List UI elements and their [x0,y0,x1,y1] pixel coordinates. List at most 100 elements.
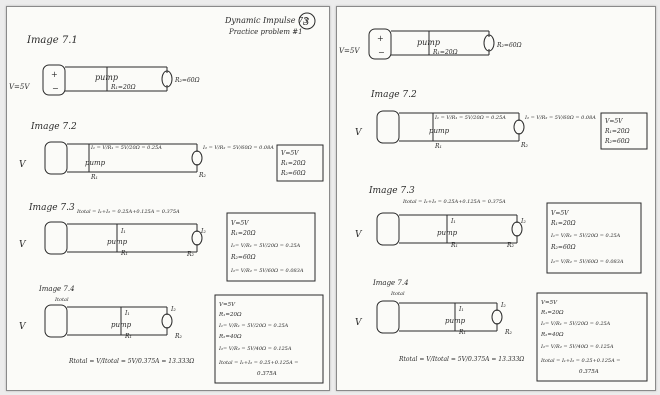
p2-i2-label-7-4: I₂ [500,302,506,309]
p2-eq-rtotal-7-4: Rtotal = V/Itotal = 5V/0.375A = 13.333Ω [398,356,524,363]
pump-label-7-4: pump [111,321,132,329]
p2-label-image-7-3: Image 7.3 [368,186,415,196]
v-symbol-7-4: V [19,322,27,332]
pump-label-7-3: pump [107,238,128,246]
box74-line-3: I₁= V/R₁ = 5V/20Ω = 0.25A [218,323,289,329]
i2-label-7-4: I₂ [170,306,176,313]
p2-pump-label-7-3: pump [437,229,458,237]
eq-i1-7-2: I₁ = V/R₁ = 5V/20Ω = 0.25A [90,145,162,151]
p2-values-box-7-2 [600,112,648,150]
p2-r2-label-7-4: R₂ [504,329,513,336]
resistor-r2-7-4 [161,313,173,329]
battery-symbol [42,64,66,96]
p2-r1-label-7-3: R₁ [450,242,458,249]
p2-box73-line-5: I₂= V/R₂ = 5V/60Ω = 0.083A [550,259,624,265]
p2-box72-line-3: R₂=60Ω [604,138,630,145]
battery-symbol-7-3 [44,221,68,255]
page-number: 3 [303,17,309,28]
p2-label-image-7-4: Image 7.4 [372,279,409,287]
notebook-page-left: Dynamic Impulse 73 Practice problem #1 3… [6,6,330,391]
r2-label-7-2: R₂ [198,172,207,179]
p2-box72-line-1: V=5V [605,118,623,125]
values-box-7-2 [276,144,324,182]
p2-values-box-7-3 [546,202,642,274]
p2-box74-line-3: I₁= V/R₁ = 5V/20Ω = 0.25A [540,321,611,327]
circuit-wires-7-1 [65,66,168,92]
resistor-r2-7-3 [191,230,203,246]
i2-label-7-3: I₂ [200,228,206,235]
p2-battery-symbol-7-2 [376,110,400,144]
header-title: Dynamic Impulse 73 [224,16,308,25]
box74-line-2: R₁=20Ω [218,312,242,318]
circuit-wires-7-3 [67,223,198,253]
p2-r1-label-7-4: R₁ [458,329,466,336]
circuit-wires-7-2 [67,143,198,173]
p2-resistor-r2-7-4 [491,309,503,325]
box73-line-3: I₁= V/R₁ = 5V/20Ω = 0.25A [230,243,301,249]
p2-i1-label-7-3: I₁ [450,218,456,225]
p2-resistor-r2-7-2 [513,119,525,135]
label-image-7-4: Image 7.4 [38,285,75,293]
p2-box73-line-3: I₁= V/R₁ = 5V/20Ω = 0.25A [550,233,621,239]
label-image-7-2: Image 7.2 [30,122,77,132]
p2-battery-symbol-7-4 [376,300,400,334]
p2-box73-line-2: R₁=20Ω [550,220,576,227]
resistor-r2-7-2 [191,150,203,166]
page-right-drawing: V=5V + − pump R₁=20Ω R₂=60Ω Image 7.2 V … [339,28,648,382]
v-symbol-7-2: V [19,160,27,170]
p2-box74-line-4: R₂=40Ω [540,332,564,338]
box72-line-2: R₁=20Ω [280,160,306,167]
r2-label-7-4: R₂ [174,333,183,340]
values-box-7-3 [226,212,316,282]
box74-line-6: Itotal = I₁+I₂ = 0.25+0.125A = [218,360,299,366]
r1-label: R₁=20Ω [110,84,136,91]
r1-label-7-2: R₁ [90,174,98,181]
v-symbol-7-3: V [19,240,27,250]
notebook-page-right: V=5V + − pump R₁=20Ω R₂=60Ω Image 7.2 V … [336,6,656,391]
r1-label-7-3: R₁ [120,250,128,257]
p2-label-image-7-2: Image 7.2 [370,90,417,100]
page-number-circle [298,12,316,30]
circuit-wires-7-4 [67,306,168,336]
eq-i2-7-2: I₂ = V/R₂ = 5V/60Ω = 0.08A [202,145,274,151]
eq-rtotal-7-4: Rtotal = V/Itotal = 5V/0.375A = 13.333Ω [68,358,194,365]
p2-circuit-wires-7-1 [391,30,490,56]
p2-voltage-source-label: V=5V [339,47,360,55]
p2-itotal-label-7-4: Itotal [390,291,405,297]
p2-values-box-7-4 [536,292,648,382]
pump-label-7-2: pump [85,159,106,167]
battery-minus: − [52,84,59,93]
p2-r1-label: R₁=20Ω [432,49,458,56]
p2-box72-line-2: R₁=20Ω [604,128,630,135]
p2-r2-label-7-2: R₂ [520,142,529,149]
box74-line-5: I₂= V/R₂ = 5V/40Ω = 0.125A [218,346,292,352]
box74-line-7: 0.375A [257,371,277,377]
p2-v-symbol-7-3: V [355,230,363,240]
box73-line-2: R₁=20Ω [230,230,256,237]
p2-box74-line-6: Itotal = I₁+I₂ = 0.25+0.125A = [540,358,621,364]
p2-battery-minus: − [378,48,385,57]
page-left-drawing: Dynamic Impulse 73 Practice problem #1 3… [9,12,324,384]
p2-pump-label-7-2: pump [429,127,450,135]
p2-pump-label: pump [417,38,440,47]
p2-pump-label-7-4: pump [445,317,466,325]
values-box-7-4 [214,294,324,384]
p2-battery-plus: + [377,34,384,43]
r2-label: R₂=60Ω [174,77,200,84]
resistor-r2 [161,70,173,88]
p2-eq-i2-7-2: I₂ = V/R₂ = 5V/60Ω = 0.08A [524,115,596,121]
p2-circuit-wires-7-3 [399,214,518,244]
p2-battery-symbol-7-3 [376,212,400,246]
p2-eq-i1-7-2: I₁ = V/R₁ = 5V/20Ω = 0.25A [434,115,506,121]
p2-i1-label-7-4: I₁ [458,306,464,313]
box74-line-4: R₂=40Ω [218,334,242,340]
header-subtitle: Practice problem #1 [228,28,303,36]
p2-battery-symbol [368,28,392,60]
i1-label-7-3: I₁ [120,228,126,235]
p2-i2-label-7-3: I₂ [520,218,526,225]
r2-label-7-3: R₂ [186,251,195,258]
p2-box74-line-5: I₂= V/R₂ = 5V/40Ω = 0.125A [540,344,614,350]
pump-label: pump [95,73,118,82]
battery-symbol-7-2 [44,141,68,175]
r1-label-7-4: R₁ [124,333,132,340]
